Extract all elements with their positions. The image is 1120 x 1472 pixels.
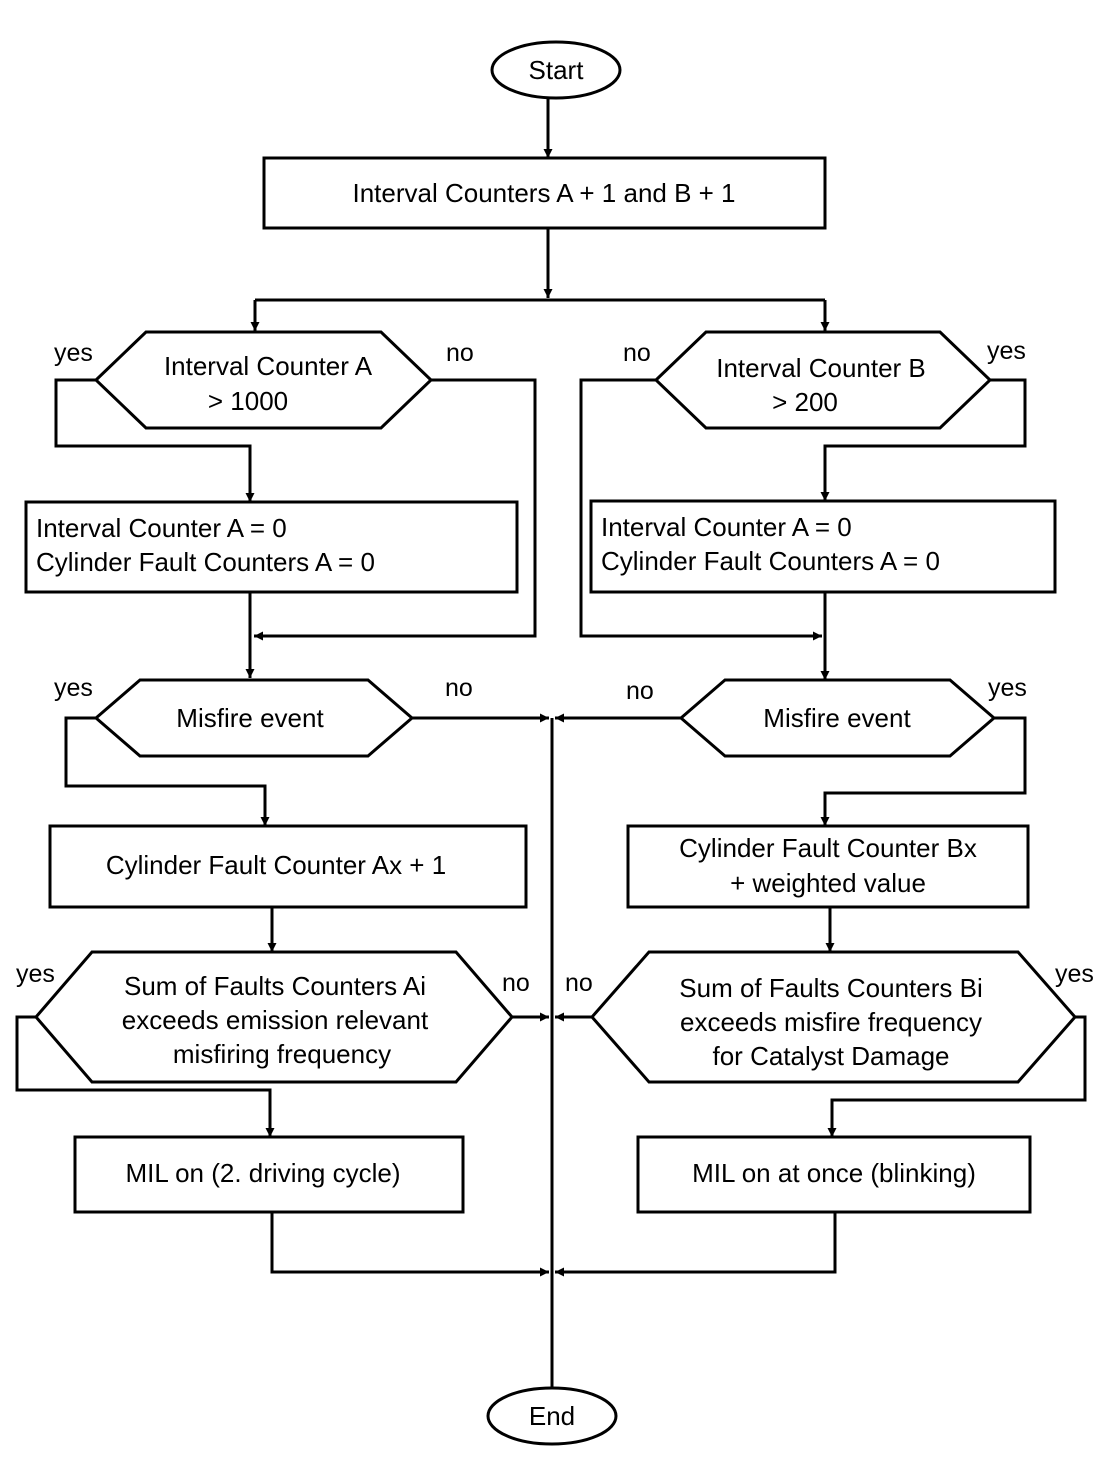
edge-decision-a-yes	[54, 378, 255, 502]
reset-b-label-1: Interval Counter A = 0	[601, 512, 852, 542]
decision-sum-faults-a: Sum of Faults Counters Ai exceeds emissi…	[34, 950, 514, 1084]
mil-left-label: MIL on (2. driving cycle)	[125, 1158, 400, 1188]
start-label: Start	[529, 55, 585, 85]
reset-a-box: Interval Counter A = 0 Cylinder Fault Co…	[24, 500, 519, 594]
sum-b-label-2: exceeds misfire frequency	[680, 1007, 982, 1037]
mil-left-box: MIL on (2. driving cycle)	[73, 1135, 465, 1214]
sum-a-yes-label: yes	[16, 960, 55, 988]
sum-a-label-2: exceeds emission relevant	[122, 1005, 429, 1035]
fault-counter-a-label: Cylinder Fault Counter Ax + 1	[106, 850, 446, 880]
mil-right-label: MIL on at once (blinking)	[692, 1158, 976, 1188]
misfire-left-no-label: no	[445, 674, 473, 702]
sum-a-label-3: misfiring frequency	[173, 1039, 391, 1069]
decision-b-yes-label: yes	[987, 337, 1026, 365]
decision-a-no-label: no	[446, 339, 474, 367]
decision-a-label-2: > 1000	[208, 386, 288, 416]
start-node: Start	[490, 40, 622, 100]
interval-counters-label: Interval Counters A + 1 and B + 1	[352, 178, 735, 208]
decision-misfire-left: Misfire event	[93, 678, 415, 758]
edge-sum-b-yes	[827, 1015, 1087, 1137]
edge-misfire-left-yes	[64, 716, 270, 826]
decision-b-label-1: Interval Counter B	[716, 353, 926, 383]
decision-sum-faults-b: Sum of Faults Counters Bi exceeds misfir…	[590, 950, 1077, 1084]
misfire-right-yes-label: yes	[988, 674, 1027, 702]
reset-a-label-1: Interval Counter A = 0	[36, 513, 287, 543]
misfire-right-label: Misfire event	[763, 703, 911, 733]
sum-a-label-1: Sum of Faults Counters Ai	[124, 971, 426, 1001]
sum-b-no-label: no	[565, 969, 593, 997]
reset-a-label-2: Cylinder Fault Counters A = 0	[36, 547, 375, 577]
decision-a-label-1: Interval Counter A	[164, 351, 373, 381]
decision-interval-counter-a: Interval Counter A > 1000	[93, 330, 434, 430]
fault-counter-b-box: Cylinder Fault Counter Bx + weighted val…	[626, 824, 1030, 909]
decision-misfire-right: Misfire event	[678, 678, 997, 758]
decision-b-label-2: > 200	[772, 387, 838, 417]
decision-a-yes-label: yes	[54, 339, 93, 367]
edge-decision-a-no	[254, 378, 537, 641]
edge-labels: yes no no yes yes no no yes yes no no ye…	[16, 337, 1094, 997]
mil-right-box: MIL on at once (blinking)	[636, 1135, 1032, 1214]
misfire-right-no-label: no	[626, 677, 654, 705]
connectors	[15, 98, 1087, 1412]
edge-decision-b-yes	[820, 378, 1027, 501]
edge-mil-left-to-trunk	[270, 1212, 549, 1277]
fault-counter-b-label-1: Cylinder Fault Counter Bx	[679, 833, 977, 863]
misfire-left-label: Misfire event	[176, 703, 324, 733]
misfire-left-yes-label: yes	[54, 674, 93, 702]
edge-misfire-right-yes	[820, 716, 1027, 826]
sum-b-yes-label: yes	[1055, 960, 1094, 988]
reset-b-box: Interval Counter A = 0 Cylinder Fault Co…	[589, 499, 1057, 594]
fault-counter-b-label-2: + weighted value	[730, 868, 926, 898]
sum-b-label-1: Sum of Faults Counters Bi	[679, 973, 982, 1003]
edge-mil-right-to-trunk	[555, 1212, 837, 1277]
edge-sum-a-yes	[15, 1015, 275, 1137]
reset-b-label-2: Cylinder Fault Counters A = 0	[601, 546, 940, 576]
fault-counter-a-box: Cylinder Fault Counter Ax + 1	[48, 824, 528, 909]
end-label: End	[529, 1401, 575, 1431]
sum-a-no-label: no	[502, 969, 530, 997]
decision-interval-counter-b: Interval Counter B > 200	[653, 330, 993, 430]
sum-b-label-3: for Catalyst Damage	[713, 1041, 950, 1071]
decision-b-no-label: no	[623, 339, 651, 367]
interval-counters-box: Interval Counters A + 1 and B + 1	[262, 156, 827, 230]
edge-decision-b-no	[579, 378, 822, 641]
end-node: End	[486, 1386, 618, 1446]
